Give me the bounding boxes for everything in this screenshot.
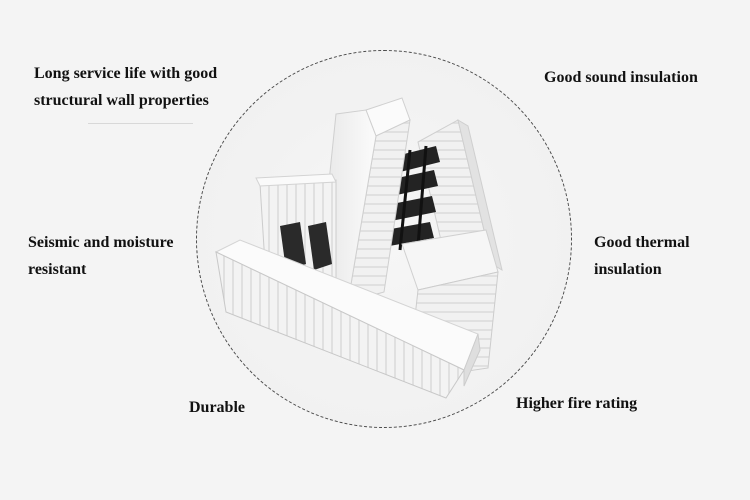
feature-thermal-line1: Good thermal [594, 234, 690, 251]
feature-seismic-moisture: Seismic and moisture resistant [28, 229, 173, 283]
feature-sound-insulation: Good sound insulation [544, 69, 698, 86]
feature-seismic-line2: resistant [28, 261, 87, 278]
feature-fire-rating: Higher fire rating [516, 395, 638, 412]
icf-block-image [214, 97, 503, 399]
feature-durable: Durable [189, 399, 245, 416]
feature-service-life-line2: structural wall properties [34, 92, 209, 109]
feature-service-life: Long service life with good structural w… [34, 60, 217, 114]
feature-service-life-line1: Long service life with good [34, 65, 218, 82]
feature-thermal-insulation: Good thermal insulation [594, 229, 690, 283]
divider [88, 123, 193, 124]
feature-seismic-line1: Seismic and moisture [28, 234, 174, 251]
feature-thermal-line2: insulation [594, 261, 662, 278]
